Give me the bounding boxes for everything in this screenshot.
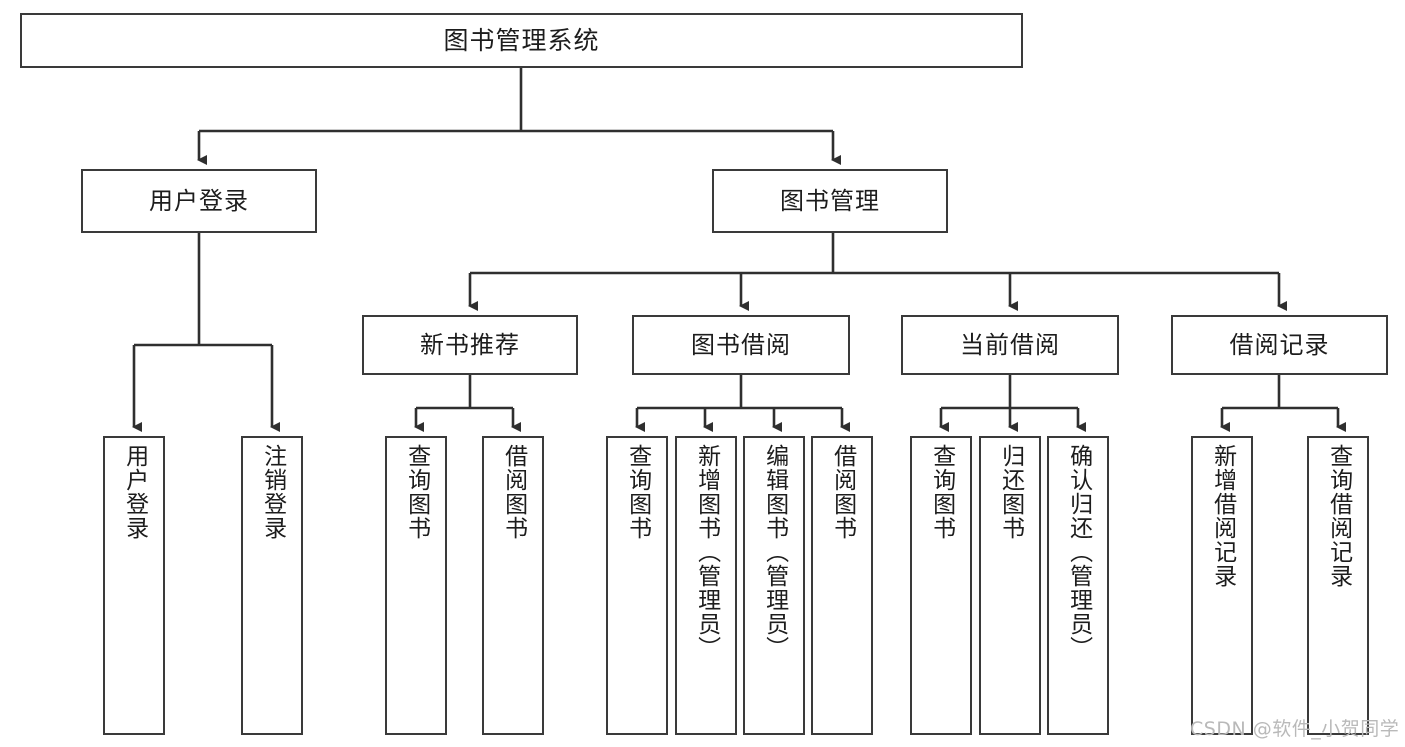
node-book-management[interactable]: 图书管理 [712,169,948,233]
leaf-user-login-signin[interactable]: 用户登录 [103,436,165,735]
node-label: 查询图书 [624,444,651,540]
node-label: 查询借阅记录 [1325,444,1352,588]
node-label: 借阅图书 [500,444,527,540]
node-label: 借阅记录 [1229,330,1330,359]
node-label: 注销登录 [259,444,286,540]
node-current-borrow[interactable]: 当前借阅 [901,315,1119,375]
node-label: 确认归还（管理员） [1065,444,1092,660]
node-label: 新增借阅记录 [1209,444,1236,588]
leaf-current-return-book[interactable]: 归还图书 [979,436,1041,735]
leaf-current-confirm-return-admin[interactable]: 确认归还（管理员） [1047,436,1109,735]
node-new-book-recommend[interactable]: 新书推荐 [362,315,578,375]
node-label: 图书管理 [780,186,880,215]
node-book-borrow[interactable]: 图书借阅 [632,315,850,375]
node-user-login[interactable]: 用户登录 [81,169,317,233]
node-label: 当前借阅 [960,330,1060,359]
leaf-record-query[interactable]: 查询借阅记录 [1307,436,1369,735]
leaf-borrow-edit-book-admin[interactable]: 编辑图书（管理员） [743,436,805,735]
leaf-current-query-book[interactable]: 查询图书 [910,436,972,735]
leaf-new-book-borrow[interactable]: 借阅图书 [482,436,544,735]
leaf-record-add[interactable]: 新增借阅记录 [1191,436,1253,735]
node-root-system[interactable]: 图书管理系统 [20,13,1023,68]
node-label: 查询图书 [403,444,430,540]
node-label: 查询图书 [928,444,955,540]
csdn-watermark: CSDN @软件_小贺同学 [1190,718,1400,740]
leaf-borrow-borrow-book[interactable]: 借阅图书 [811,436,873,735]
node-label: 用户登录 [149,186,249,215]
leaf-borrow-add-book-admin[interactable]: 新增图书（管理员） [675,436,737,735]
leaf-new-book-query[interactable]: 查询图书 [385,436,447,735]
node-label: 用户登录 [121,444,148,540]
leaf-user-login-signout[interactable]: 注销登录 [241,436,303,735]
node-label: 图书借阅 [691,330,791,359]
node-label: 借阅图书 [829,444,856,540]
node-label: 新增图书（管理员） [693,444,720,660]
node-label: 图书管理系统 [443,25,600,55]
node-label: 归还图书 [997,444,1024,540]
node-label: 新书推荐 [420,330,520,359]
leaf-borrow-query-book[interactable]: 查询图书 [606,436,668,735]
node-borrow-record[interactable]: 借阅记录 [1171,315,1388,375]
node-label: 编辑图书（管理员） [761,444,788,660]
